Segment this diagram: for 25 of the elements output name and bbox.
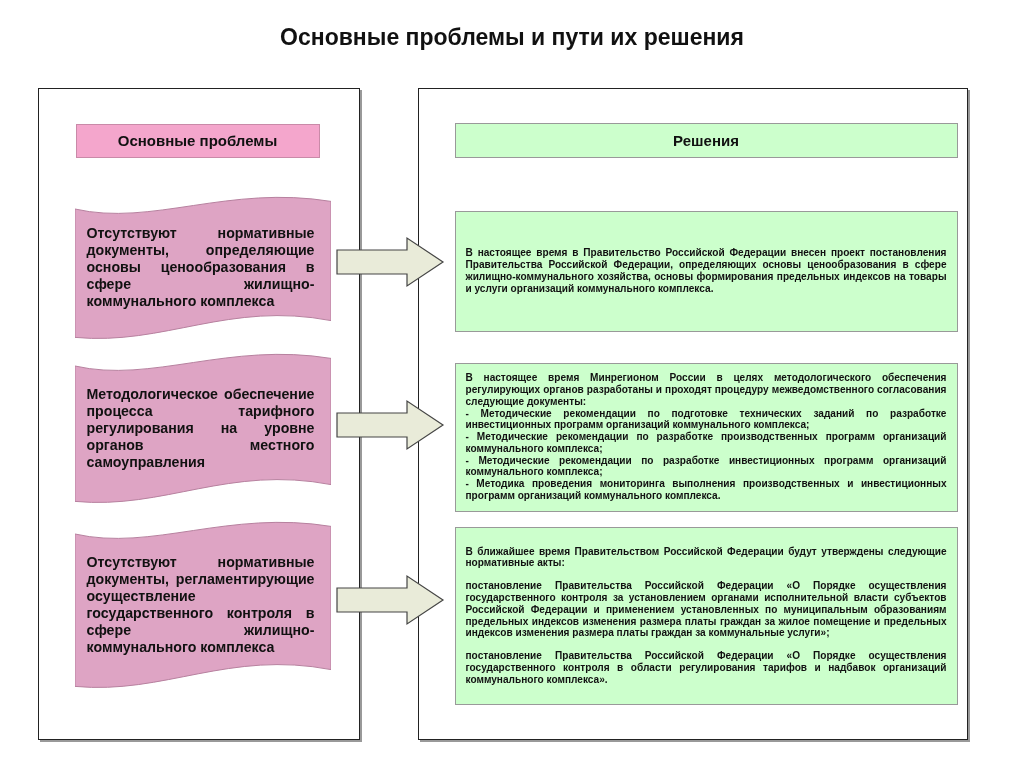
solution-box [454, 526, 958, 705]
header-box [454, 122, 958, 158]
body-text: Отсутствуют нормативные документы, регламентирующие осуществление государственного контроля в сфере жилищно-коммунального комплекса [86, 553, 315, 656]
header-box [75, 123, 320, 158]
body-text: В ближайшее время Правительством Российской Федерации будут утверждены следующие нормативные акты: [465, 545, 947, 570]
body-text: В настоящее время Минрегионом России в целях методологического обеспечения регулирующих органов разработаны и проходят процедуру межведомственного согласования следующие документы: [465, 372, 947, 408]
diagram-title: Основные проблемы и пути их решения [279, 24, 745, 51]
body-text: постановление Правительства Российской Федерации «О Порядке осуществления государственного контроля за установлением органами исполнительной власти субъектов Российской Федерации и применением установленных по муниципальным образованиям предельных индексов изменения размера платы граждан за жилое помещение и предельных индексов изменения размера платы граждан за коммунальные услуги»; [465, 580, 947, 640]
body-text: - Методические рекомендации по разработке инвестиционных программ организаций коммунального комплекса; [465, 454, 947, 479]
header-label: Решения [673, 131, 739, 149]
body-text: Методологическое обеспечение процесса тарифного регулирования на уровне органов местного самоуправления [86, 385, 315, 471]
body-text: Отсутствуют нормативные документы, определяющие основы ценообразования в сфере жилищно-коммунального комплекса [86, 225, 315, 310]
body-text: постановление Правительства Российской Федерации «О Порядке осуществления государственного контроля в области регулирования тарифов и надбавок организаций коммунального комплекса». [465, 650, 947, 686]
body-text: В настоящее время в Правительство Российской Федерации внесен проект постановления Правительства Российской Федерации, определяющих основы ценообразования в сфере жилищно-коммунального хозяйства, основы формирования предельных индексов на товары и услуги организаций коммунального комплекса. [465, 247, 947, 295]
block-arrow [336, 236, 445, 288]
body-text: - Методические рекомендации по разработке производственных программ организаций коммунального комплекса; [465, 431, 947, 455]
solution-box [454, 362, 958, 512]
panel-frame [38, 88, 360, 740]
solution-box [454, 210, 958, 332]
header-label: Основные проблемы [117, 132, 278, 149]
body-text: - Методические рекомендации по подготовке технических заданий по разработке инвестиционных программ организаций коммунального комплекса; [465, 407, 947, 432]
panel-frame [418, 88, 968, 740]
body-text: - Методика проведения мониторинга выполнения производственных и инвестиционных программ организаций коммунального комплекса. [465, 478, 947, 502]
block-arrow [336, 399, 445, 451]
block-arrow [336, 574, 445, 626]
